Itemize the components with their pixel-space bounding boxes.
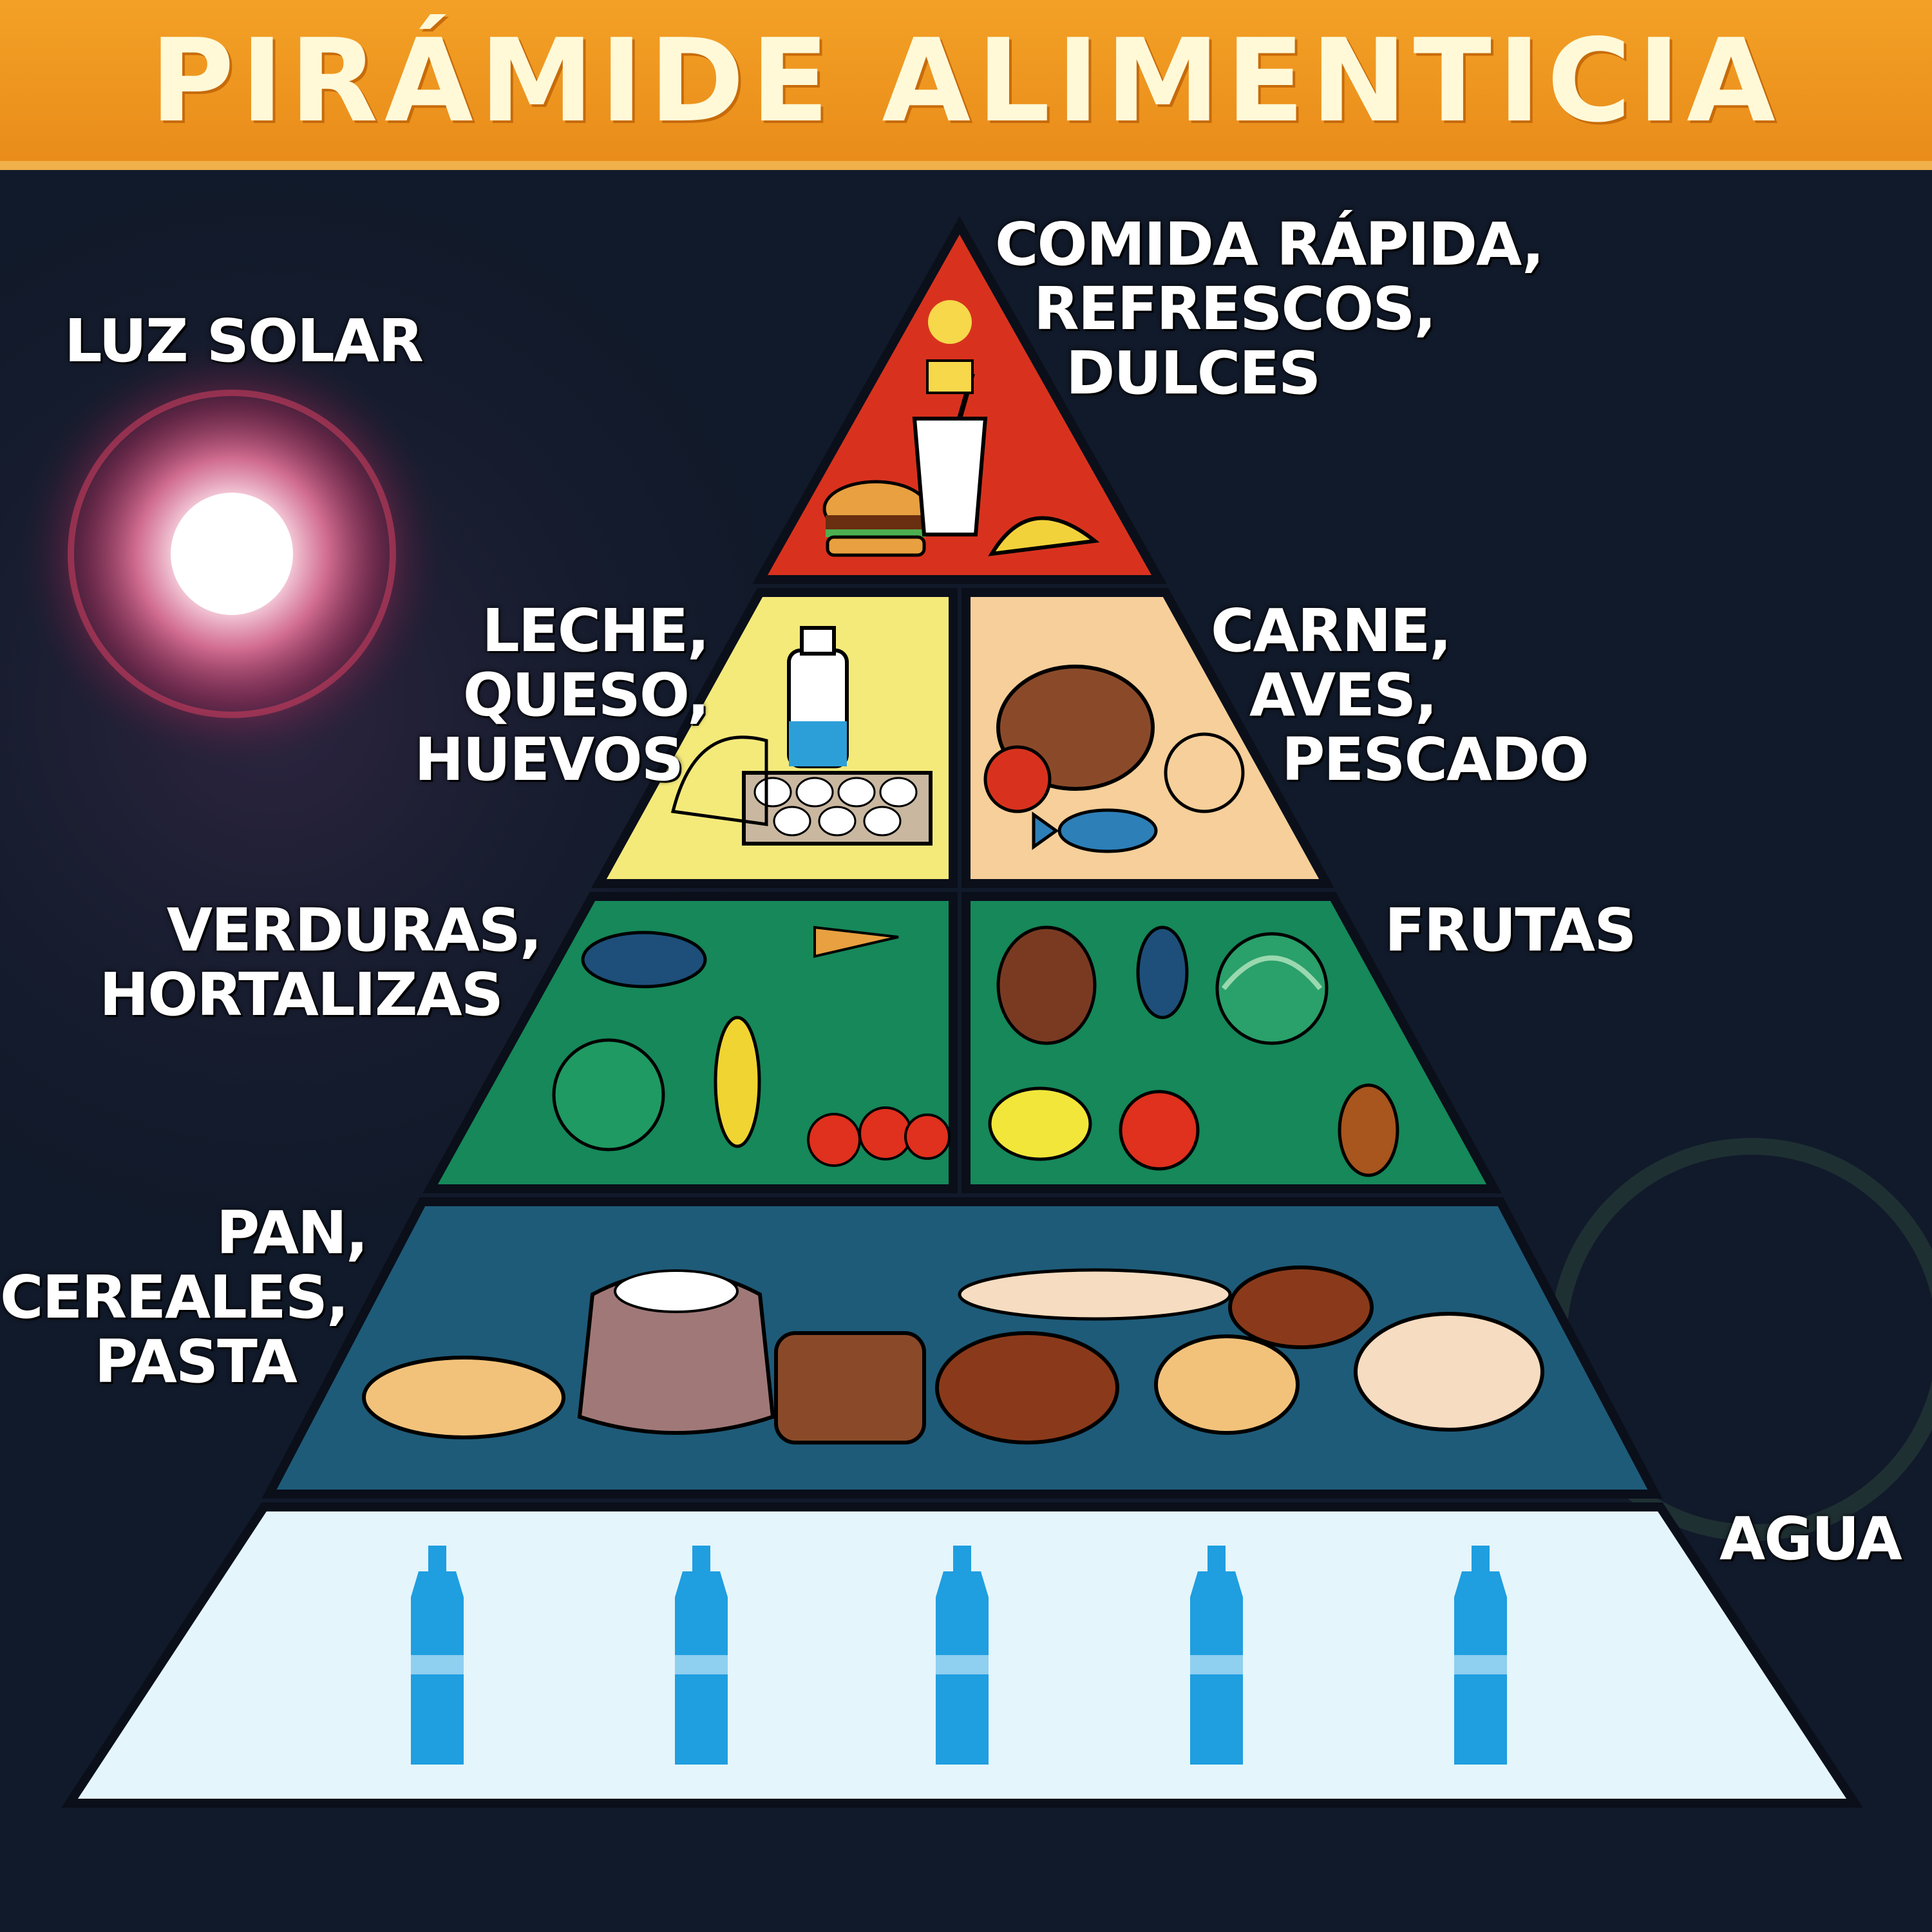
cheese-icon [670,735,768,826]
taco-icon [988,516,1100,556]
label-line: PESCADO [1282,725,1589,794]
label-line: PASTA [94,1327,298,1396]
meat-icon [983,665,1245,813]
label-line: REFRESCOS, [1034,274,1436,343]
water-bottle-icon [411,1546,464,1765]
burger-icon [822,480,929,557]
watermelon-icon [1215,932,1329,1045]
eggplant-icon [581,931,707,989]
label-line: AVES, [1249,661,1437,730]
water-bottle-icon [675,1546,728,1765]
label-line: CARNE, [1211,596,1452,665]
label-vegetables: VERDURAS, HORTALIZAS [97,896,542,1029]
label-line: LECHE, [482,596,710,665]
tomato-icon [807,1106,951,1167]
flour-sack-icon [577,1269,775,1435]
label-line: CEREALES, [0,1263,349,1332]
label-water: AGUA [1719,1504,1902,1573]
label-line: HUEVOS [414,725,684,794]
fries-icon [926,300,974,394]
corn-icon [714,1016,761,1148]
milk-bottle-icon [787,626,849,768]
label-fast-food: COMIDA RÁPIDA, REFRESCOS, DULCES [995,210,1544,408]
fish-icon [1032,808,1158,853]
water-bottle-icon [936,1546,989,1765]
lemon-icon [988,1086,1092,1161]
page-title: PIRÁMIDE ALIMENTICIA [150,14,1782,147]
coconut-icon [996,925,1097,1045]
label-line: PAN, [216,1198,368,1267]
sun-glow-icon [19,341,444,766]
label-dairy: LECHE, QUESO, HUEVOS [361,596,710,794]
label-line: VERDURAS, [166,896,542,965]
label-line: COMIDA RÁPIDA, [995,210,1544,279]
lettuce-icon [552,1038,665,1151]
label-fruits: FRUTAS [1385,896,1636,965]
water-bottle-icon [1454,1546,1507,1765]
label-grains: PAN, CEREALES, PASTA [0,1198,368,1396]
apple-icon [1119,1090,1200,1171]
label-line: HORTALIZAS [99,960,504,1029]
sun-label: LUZ SOLAR [64,307,424,375]
carrot-icon [813,925,899,958]
drink-cup-icon [912,372,988,536]
label-meat: CARNE, AVES, PESCADO [1211,596,1589,794]
pepper-icon [1136,925,1189,1019]
label-line: QUESO, [462,661,710,730]
sun-label-text: LUZ SOLAR [64,307,424,375]
pineapple-icon [1338,1083,1399,1177]
bread-icon [362,1265,1544,1444]
label-line: AGUA [1719,1504,1902,1573]
label-line: DULCES [1066,339,1321,408]
label-line: FRUTAS [1385,896,1636,965]
water-bottle-icon [1190,1546,1243,1765]
egg-carton-icon [742,771,933,846]
title-bar: PIRÁMIDE ALIMENTICIA [0,0,1932,170]
